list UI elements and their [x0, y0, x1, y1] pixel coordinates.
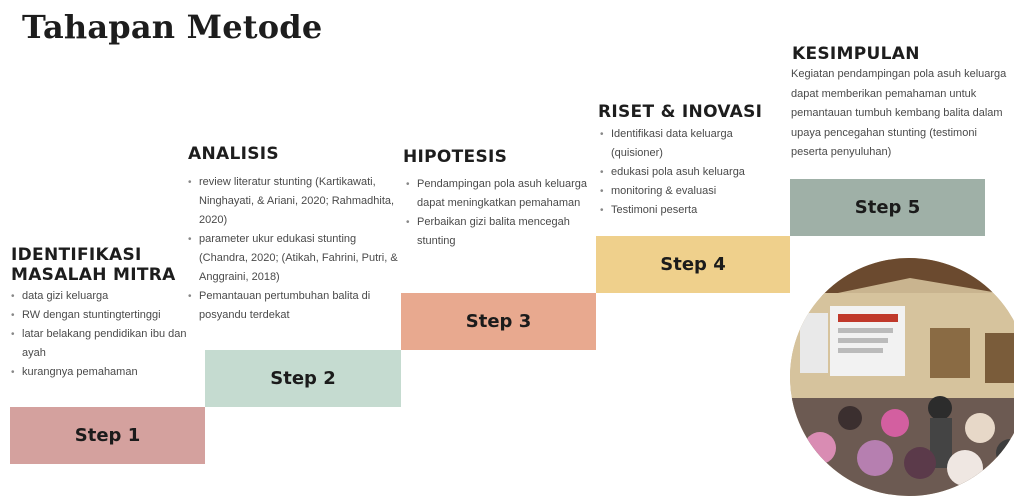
step2-heading: ANALISIS [188, 144, 279, 164]
activity-photo [790, 258, 1014, 496]
step-5-block: Step 5 [790, 179, 985, 236]
list-item: Pendampingan pola asuh keluarga dapat me… [406, 175, 591, 213]
list-item: Testimoni peserta [600, 201, 785, 220]
list-item: Perbaikan gizi balita mencegah stunting [406, 213, 591, 251]
list-item: monitoring & evaluasi [600, 182, 785, 201]
step-1-block: Step 1 [10, 407, 205, 464]
step5-heading: KESIMPULAN [792, 44, 920, 64]
list-item: kurangnya pemahaman [11, 363, 199, 382]
list-item: RW dengan stuntingtertinggi [11, 306, 199, 325]
list-item: edukasi pola asuh keluarga [600, 163, 785, 182]
step1-list: data gizi keluarga RW dengan stuntingter… [11, 287, 199, 382]
step-4-block: Step 4 [596, 236, 790, 293]
photo-illustration [790, 258, 1014, 496]
step4-heading: RISET & INOVASI [598, 102, 763, 122]
step4-list: Identifikasi data keluarga (quisioner) e… [600, 125, 785, 220]
step-3-block: Step 3 [401, 293, 596, 350]
list-item: latar belakang pendidikan ibu dan ayah [11, 325, 199, 363]
list-item: Identifikasi data keluarga (quisioner) [600, 125, 785, 163]
list-item: data gizi keluarga [11, 287, 199, 306]
step1-heading: IDENTIFIKASI MASALAH MITRA [11, 245, 176, 285]
step-2-block: Step 2 [205, 350, 401, 407]
list-item: parameter ukur edukasi stunting (Chandra… [188, 230, 398, 287]
list-item: review literatur stunting (Kartikawati, … [188, 173, 398, 230]
list-item: Pemantauan pertumbuhan balita di posyand… [188, 287, 398, 325]
step3-list: Pendampingan pola asuh keluarga dapat me… [406, 175, 591, 251]
step2-list: review literatur stunting (Kartikawati, … [188, 173, 398, 325]
page-title: Tahapan Metode [22, 8, 323, 46]
step3-heading: HIPOTESIS [403, 147, 508, 167]
step5-text: Kegiatan pendampingan pola asuh keluarga… [791, 68, 1007, 158]
